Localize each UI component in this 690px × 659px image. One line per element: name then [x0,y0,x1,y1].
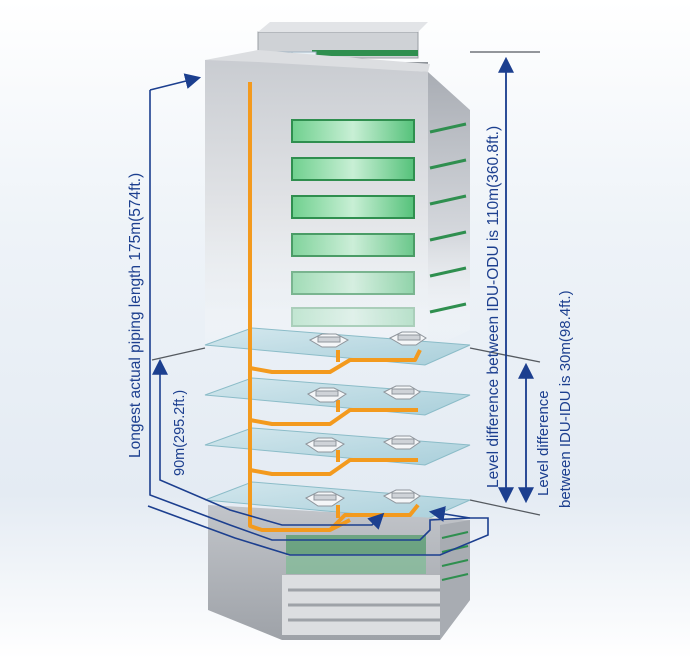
idu-floor2-left [305,437,345,453]
indoor-cassette-unit-icon [305,331,427,507]
base-building [208,505,470,640]
idu-floor3-right [382,385,421,400]
refrigerant-piping [248,82,422,532]
idu-floor3-left [307,387,347,403]
tower-side-wall [428,72,470,350]
ninety-m-label: 90m(295.2ft.) [172,390,188,476]
arrow-icon [428,506,471,522]
arrow-icon [159,366,385,530]
tower-roof-edge [205,50,430,72]
idu-odu-label: Level difference between IDU-ODU is 110m… [485,126,502,488]
side-balconies [429,122,467,314]
reference-lines [151,51,541,516]
idu-floor1-right [382,489,421,504]
longest-piping-label: Longest actual piping length 175m(574ft.… [127,173,144,458]
idu-idu-label-line1: Level difference [535,390,552,496]
longest-piping-dimension [147,73,489,556]
idu-floor1-left [305,491,345,507]
window-bands [291,119,415,327]
idu-floor2-right [382,435,421,450]
arrow-icon [149,73,202,91]
idu-floor4-right [388,331,427,346]
idu-floor4-left [308,333,350,348]
idu-idu-label-line2: between IDU-IDU is 30m(98.4ft.) [557,290,574,508]
